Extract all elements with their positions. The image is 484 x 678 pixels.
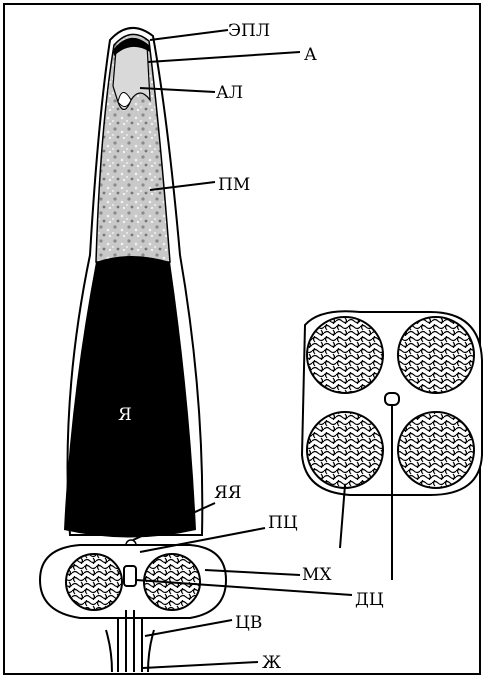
label-mkh: МХ [302,565,332,585]
cross-mito-bottom-left [307,412,383,488]
cross-mito-top-left [307,317,383,393]
label-epl: ЭПЛ [228,21,270,41]
leader-zh [143,662,258,668]
leader-a [148,52,300,62]
label-yaya: ЯЯ [214,483,241,503]
distal-centriole [124,566,136,586]
cross-centriole [385,393,399,405]
label-pts: ПЦ [268,513,298,533]
label-al: АЛ [216,83,243,103]
cross-mito-bottom-right [398,412,474,488]
leader-epl [150,30,228,40]
mitochondrion-left [66,554,122,610]
tail-filaments [118,610,142,672]
cross-mito-top-right [398,317,474,393]
leader-tsv [145,620,232,636]
label-zh: Ж [262,653,281,673]
label-dts: ДЦ [355,590,384,610]
nucleus-label: Я [118,405,132,425]
label-pm: ПМ [218,175,250,195]
label-tsv: ЦВ [235,613,262,633]
label-a: А [304,45,317,65]
